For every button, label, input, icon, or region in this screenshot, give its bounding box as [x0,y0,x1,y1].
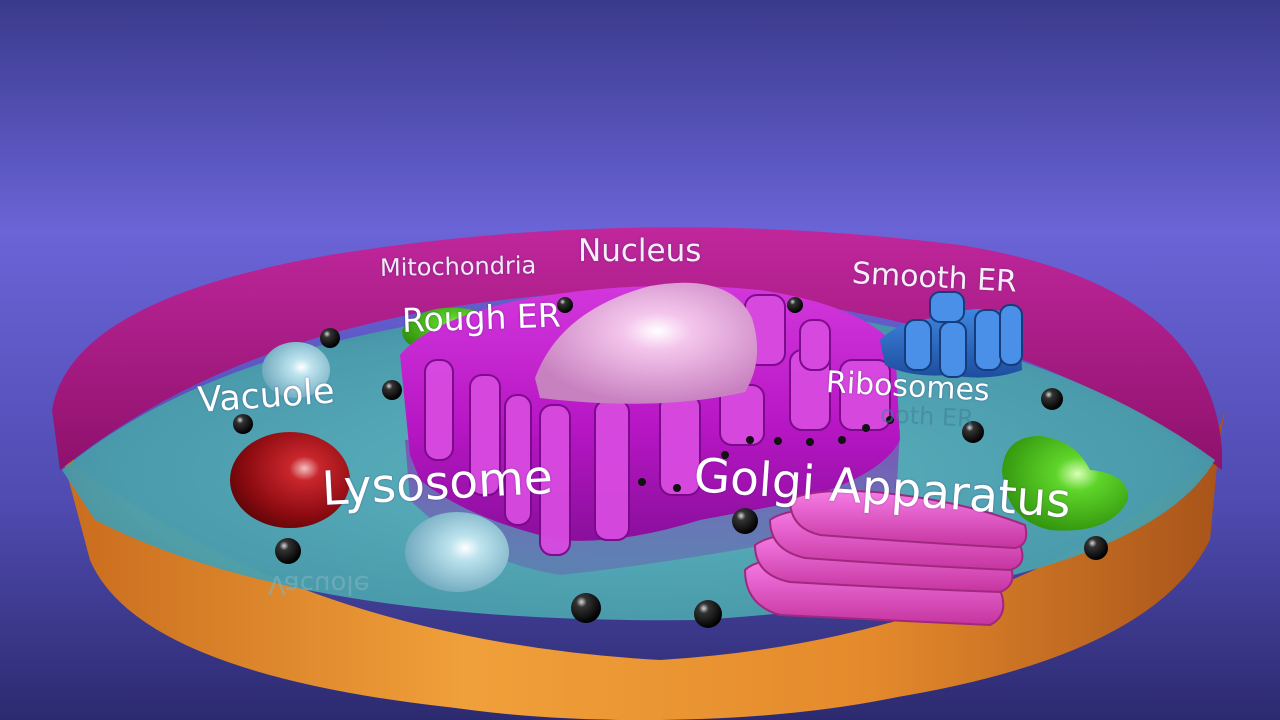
ribosome [787,297,803,313]
vacuole [262,342,330,398]
ribosome [694,600,722,628]
er-ribosome [806,438,814,446]
label-nucleus: Nucleus [578,233,702,269]
ribosomes [233,297,1108,628]
smooth-er [880,291,1023,378]
ribosome [275,538,301,564]
lysosome [230,432,350,528]
er-ribosome [673,484,681,492]
er-ribosome [638,478,646,486]
er-fold [799,319,831,371]
ribosome [233,414,253,434]
smooth-er-fold [904,319,932,371]
label-mitochondria: Mitochondria [379,251,537,282]
cell-wall-front [62,455,1218,720]
smooth-er-fold [974,309,1002,371]
er-fold [424,359,454,461]
ribosome [557,297,573,313]
er-ribosome [746,436,754,444]
ribosome [320,328,340,348]
er-fold [594,399,630,541]
er-ribosome [838,436,846,444]
smooth-er-fold [939,321,967,378]
smooth-er-fold [999,304,1023,366]
er-ribosome [862,424,870,432]
vacuole-front [405,512,509,592]
vacuole-reflection: Vacuole [268,569,370,599]
ribosome [571,593,601,623]
er-ribosome [774,437,782,445]
er-fold [504,394,532,526]
er-fold [469,374,501,496]
ribosome [1041,388,1063,410]
ribosomes-reflection: ooth ER [880,400,975,433]
er-ribosome [721,451,729,459]
er-ribosome [886,416,894,424]
mitochondrion [1002,436,1129,531]
er-fold [539,404,571,556]
ribosome [382,380,402,400]
ribosome [1084,536,1108,560]
golgi-apparatus [743,490,1028,627]
nucleus [535,282,758,404]
ribosome [732,508,758,534]
membrane-rim [52,227,1222,470]
golgi-cisterna [788,490,1028,550]
ribosome [962,421,984,443]
label-rough-er: Rough ER [401,295,562,340]
